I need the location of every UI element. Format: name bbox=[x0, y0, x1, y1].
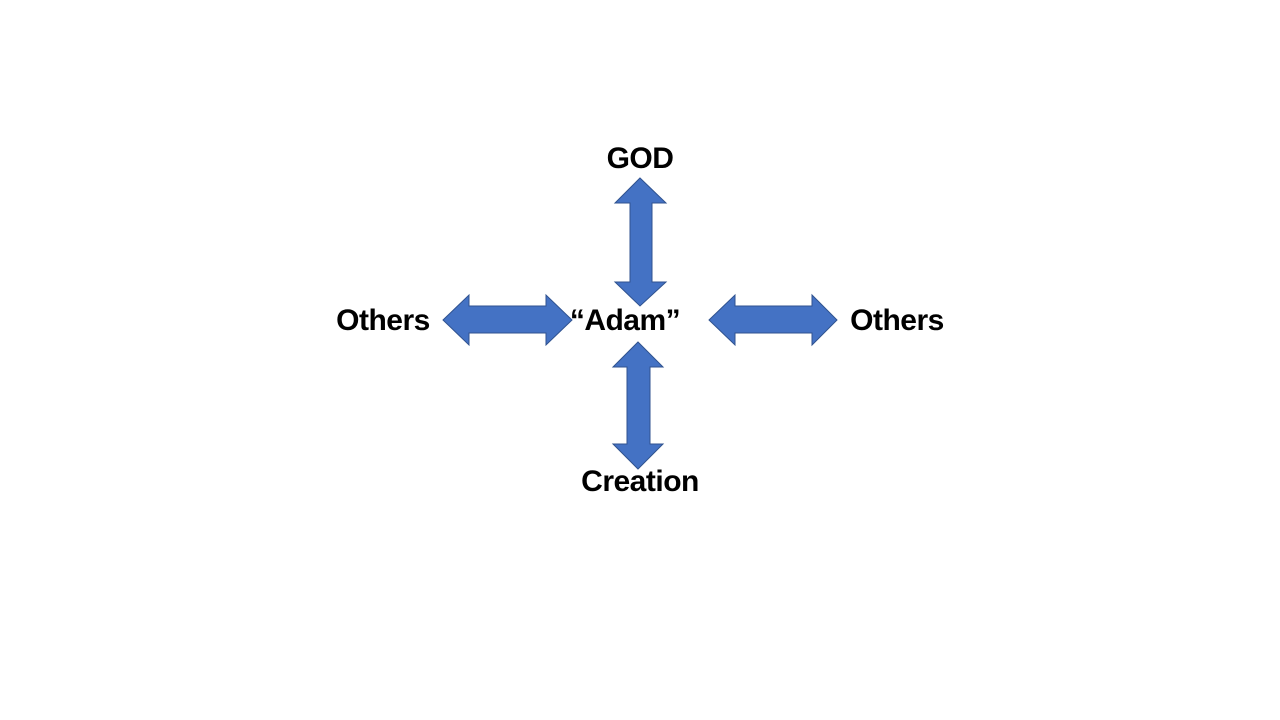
label-others-left: Others bbox=[336, 304, 430, 337]
double-arrow-left-right-left bbox=[442, 293, 573, 347]
label-others-right: Others bbox=[850, 304, 944, 337]
label-adam: “Adam” bbox=[569, 304, 681, 337]
double-arrow-up-down-top bbox=[613, 177, 668, 307]
label-god: GOD bbox=[606, 142, 674, 175]
double-arrow-left-right-right bbox=[708, 293, 838, 347]
double-arrow-up-down-bottom bbox=[611, 341, 665, 470]
label-creation: Creation bbox=[581, 465, 699, 498]
